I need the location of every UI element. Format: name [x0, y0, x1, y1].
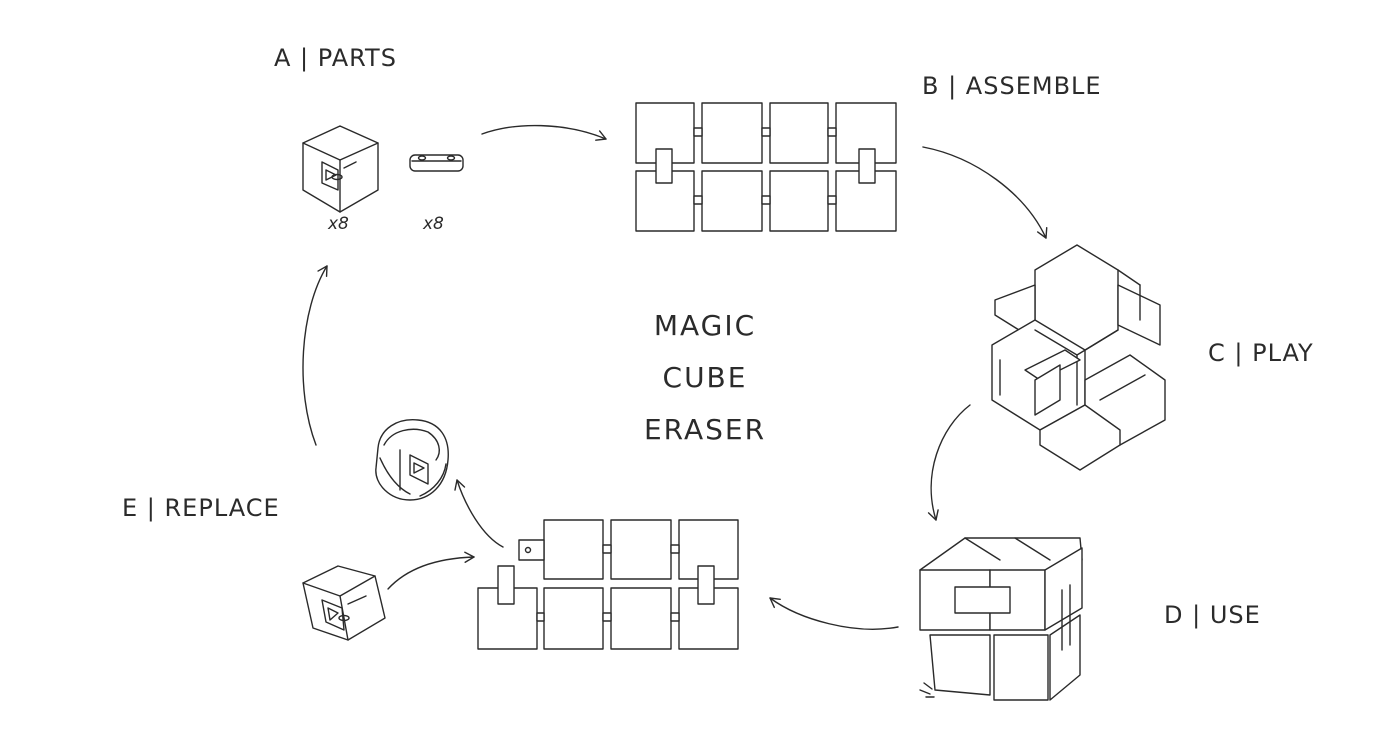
step-label-play: C | PLAY	[1208, 339, 1314, 367]
title-line-1: MAGIC	[653, 309, 757, 342]
title-line-2: CUBE	[662, 361, 748, 394]
hinge-quantity: x8	[423, 214, 444, 234]
hinge-piece-icon	[409, 154, 464, 172]
step-label-assemble: B | ASSEMBLE	[922, 72, 1102, 100]
cube-quantity: x8	[328, 214, 349, 234]
assembled-flat-layout	[635, 102, 897, 232]
arrow-c-to-d	[927, 404, 971, 521]
step-label-use: D | USE	[1164, 601, 1261, 629]
cube-piece-icon	[302, 125, 379, 213]
worn-cube-icon	[375, 419, 449, 501]
arrow-b-to-c	[922, 146, 1048, 239]
title-line-3: ERASER	[643, 413, 767, 446]
folded-cube-play	[991, 244, 1166, 471]
arrow-d-to-replace	[769, 597, 899, 630]
new-cube-piece-icon	[302, 565, 386, 641]
replace-flat-layout	[477, 519, 739, 650]
step-label-replace: E | REPLACE	[122, 494, 280, 522]
folded-cube-use	[919, 537, 1083, 701]
arrow-a-to-b	[481, 124, 607, 141]
step-label-parts: A | PARTS	[274, 44, 397, 72]
diagram-title: MAGIC CUBE ERASER	[600, 300, 810, 456]
arrow-replace-to-parts	[302, 265, 328, 446]
arrow-new-piece-to-flat	[387, 551, 475, 590]
arrow-flat-to-worn	[454, 479, 504, 548]
